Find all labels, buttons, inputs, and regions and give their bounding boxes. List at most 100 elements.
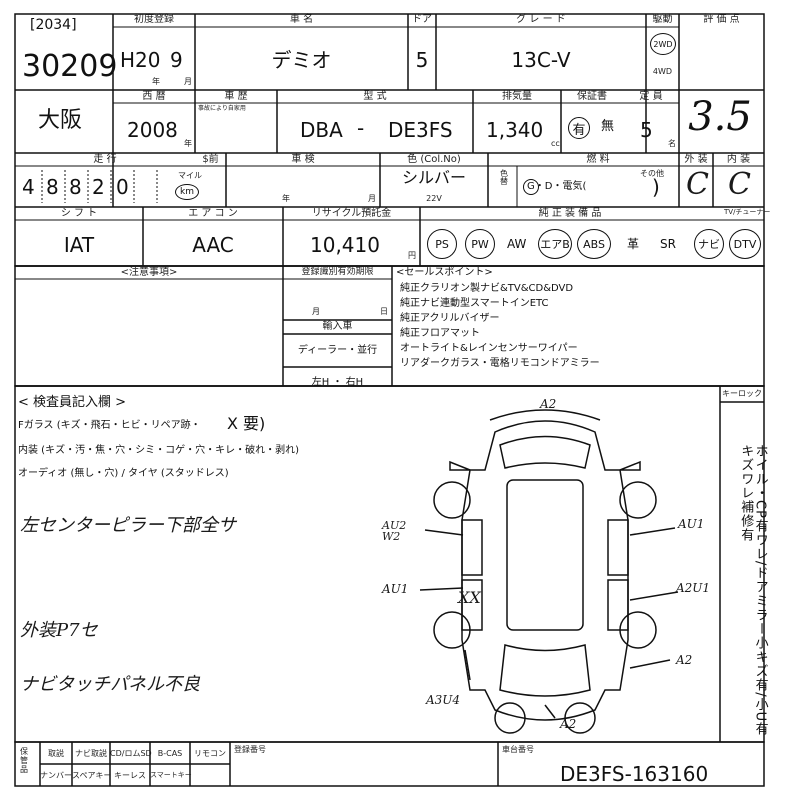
- keylock-label: キーロック: [722, 389, 762, 398]
- first-reg-year-mark: 年: [152, 77, 160, 86]
- recycle-label: リサイクル預託金: [311, 208, 392, 219]
- ac-label: エ ア コ ン: [188, 208, 238, 219]
- first-reg-month: 9: [170, 48, 183, 72]
- equip-abs: ABS: [577, 229, 611, 259]
- reg-label: 登録識別有効期限: [301, 267, 374, 277]
- footer-number: ナンバー: [40, 771, 72, 780]
- inspector-title: < 検査員記入欄 >: [18, 395, 127, 410]
- side-notes: ホイル・CP有ワレ/ドアミラー小キズ有/小U有キズワレ補修有: [738, 444, 768, 737]
- recycle-yen: 円: [408, 251, 416, 260]
- lot-number: 30209: [22, 49, 118, 84]
- mileage-km: km: [175, 184, 199, 200]
- mileage-digit-5: 0: [116, 175, 129, 199]
- footer-spare-key: スペアキー: [72, 771, 112, 780]
- drive-2wd: 2WD: [650, 33, 676, 55]
- reg-day: 日: [380, 307, 388, 316]
- handle: 左H ・ 右H: [311, 377, 364, 388]
- mark-xx: XX: [458, 588, 481, 607]
- footer-manual: 取説: [48, 749, 64, 758]
- region: 大阪: [38, 108, 83, 133]
- shift-label: シ フ ト: [60, 208, 98, 219]
- fuel-other: その他: [640, 169, 664, 178]
- cc-unit: cc: [551, 139, 560, 148]
- equip-leather: 革: [627, 237, 640, 251]
- type-code: DE3FS: [388, 118, 453, 142]
- first-reg-label: 初度登録: [134, 14, 174, 25]
- west-year-mark: 年: [184, 139, 192, 148]
- mileage-digit-2: 8: [46, 175, 59, 199]
- fuel-close: ): [652, 175, 660, 199]
- fuel-options: G・D・電気(: [527, 181, 587, 192]
- inspection-year: 年: [282, 194, 290, 203]
- mark-right-mid: A2U1: [676, 581, 711, 595]
- mileage-label: 走 行: [93, 154, 117, 165]
- west-year-label: 西 暦: [142, 91, 166, 102]
- sales-point: リアダークガラス・電格リモコンドアミラー: [400, 358, 600, 369]
- equip-dtv: DTV: [729, 229, 761, 259]
- sales-label: <セールスポイント>: [396, 267, 493, 278]
- grade-label: グ レ ー ド: [516, 14, 566, 25]
- lot-label: [2034]: [30, 17, 77, 33]
- color: シルバー: [401, 168, 466, 187]
- equip-pw: PW: [465, 229, 495, 259]
- footer-remote: リモコン: [194, 749, 226, 758]
- type-prefix: DBA: [300, 118, 343, 142]
- warranty-no: 無: [601, 119, 615, 134]
- reg-number-label: 登録番号: [234, 745, 266, 754]
- car-name-label: 車 名: [289, 14, 314, 25]
- ac: AAC: [192, 233, 234, 257]
- cert-label: 車 歴: [224, 91, 248, 102]
- inspector-interior: 内装 (キズ・汚・焦・穴・シミ・コゲ・穴・キレ・破れ・剥れ): [18, 445, 299, 456]
- drive-4wd: 4WD: [652, 67, 673, 76]
- reg-month: 月: [312, 307, 320, 316]
- sales-points: 純正クラリオン製ナビ&TV&CD&DVD 純正ナビ連動型スマートインETC 純正…: [400, 284, 600, 374]
- inspector-audio: オーディオ (無し・穴) / タイヤ (スタッドレス): [18, 468, 229, 479]
- mileage-mile: マイル: [178, 171, 202, 180]
- shift: IAT: [63, 233, 95, 257]
- footer-smart-key: スマートキー: [150, 771, 192, 779]
- chassis-label: 車台番号: [502, 745, 534, 754]
- recycle: 10,410: [310, 233, 380, 257]
- equip-navi: ナビ: [694, 229, 724, 259]
- exterior-grade: C: [686, 167, 709, 202]
- mileage-digit-4: 2: [92, 175, 105, 199]
- mileage-digit-3: 8: [69, 175, 82, 199]
- sales-point: 純正アクリルバイザー: [400, 313, 500, 324]
- fuel-selected-circle: [523, 179, 539, 195]
- mark-left-mid: AU1: [382, 582, 409, 596]
- grade: 13C-V: [511, 48, 571, 72]
- first-reg-era: H20: [120, 48, 161, 72]
- capacity: 5: [640, 118, 653, 142]
- inspector-glass: Fガラス (キズ・飛石・ヒビ・リペア跡・: [18, 420, 201, 431]
- equip-label: 純 正 装 備 品: [538, 208, 602, 219]
- sales-point: オートライト&レインセンサーワイパー: [400, 343, 578, 354]
- sales-point: 純正クラリオン製ナビ&TV&CD&DVD: [400, 283, 574, 294]
- footer-bcas: B-CAS: [157, 749, 183, 758]
- mark-right-rear: A2: [676, 653, 693, 667]
- inspector-note-2: 外装P7セ: [20, 620, 98, 641]
- import-label: 輸入車: [322, 321, 353, 332]
- equip-aw: AW: [507, 237, 527, 251]
- storage-label: 保管品: [20, 747, 28, 774]
- inspector-glass-mark: X 要): [227, 414, 266, 433]
- west-year: 2008: [127, 118, 178, 142]
- mark-right-front: AU1: [678, 517, 705, 531]
- first-reg-month-mark: 月: [184, 77, 192, 86]
- footer-navi-manual: ナビ取説: [75, 749, 107, 758]
- drive-label: 駆動: [652, 14, 673, 25]
- mark-rear: A2: [560, 717, 577, 731]
- inspection-label: 車 検: [291, 154, 315, 165]
- warranty-label: 保証書: [577, 91, 607, 102]
- doors: 5: [415, 48, 429, 72]
- prev-label: $前: [202, 154, 219, 165]
- inspector-note-3: ナビタッチパネル不良: [20, 674, 200, 695]
- mark-left-rear: A3U4: [426, 693, 461, 707]
- color-no: 22V: [426, 194, 442, 203]
- equip-sr: SR: [660, 237, 676, 251]
- interior-label: 内 装: [726, 154, 751, 165]
- type-dash: -: [357, 116, 365, 140]
- interior-grade: C: [728, 167, 751, 202]
- capacity-label: 定 員: [639, 91, 663, 102]
